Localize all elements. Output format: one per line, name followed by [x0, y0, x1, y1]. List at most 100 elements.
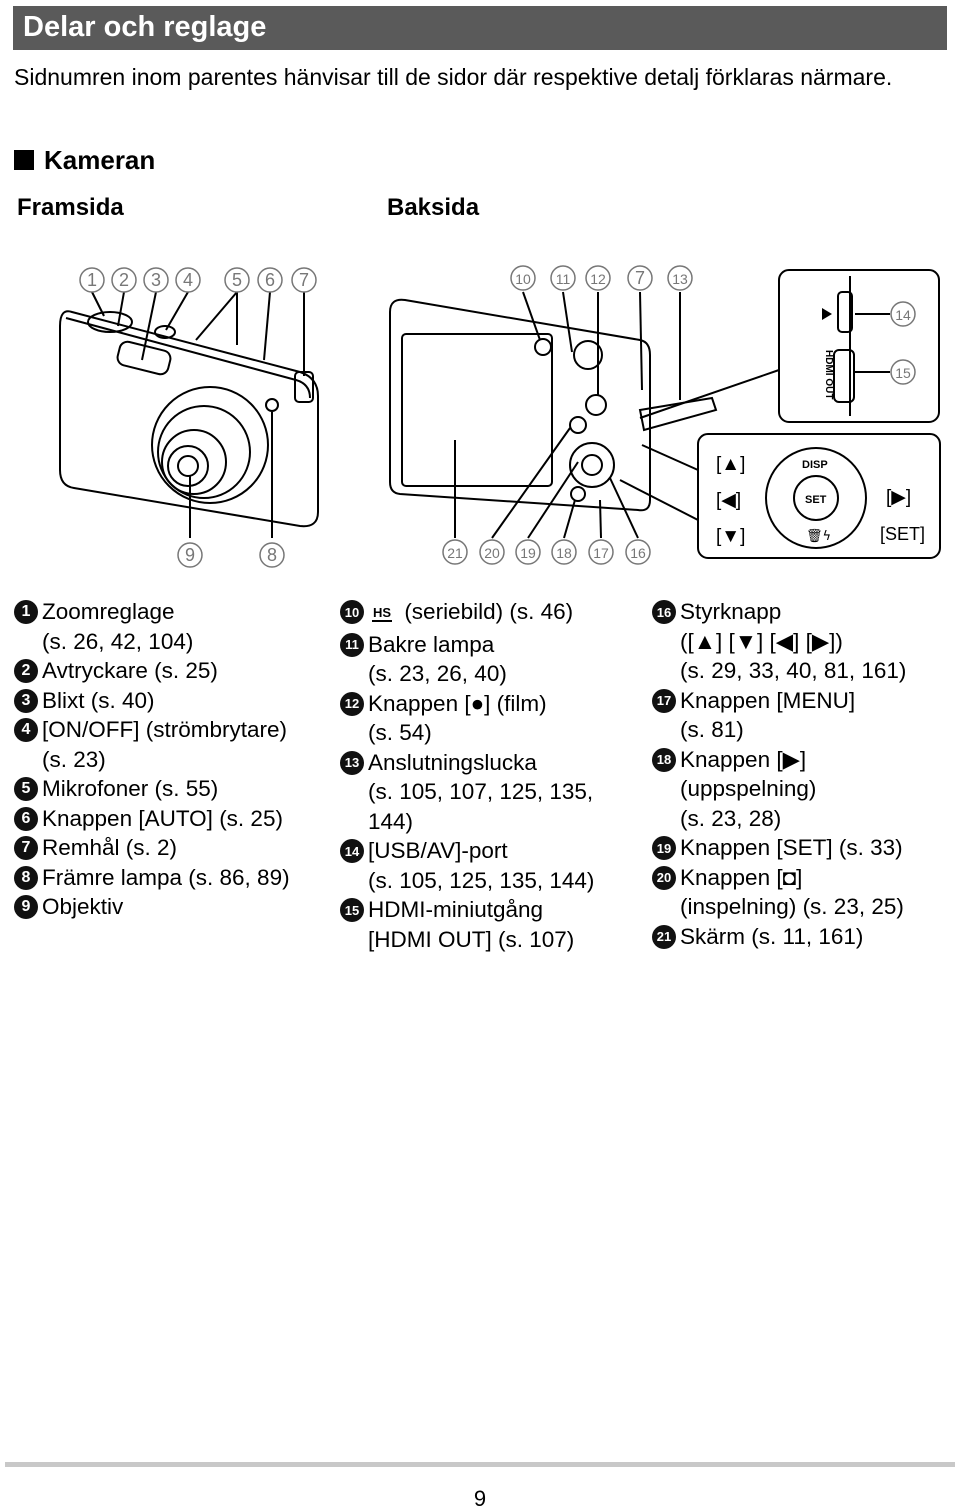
- part-description: Mikrofoner (s. 55): [42, 776, 219, 801]
- pad-set-label: [SET]: [880, 524, 925, 544]
- part-number-badge: 21: [652, 924, 676, 949]
- front-camera-drawing: [59, 310, 319, 528]
- disp-label: DISP: [802, 459, 828, 471]
- part-description: Avtryckare (s. 25): [42, 658, 218, 683]
- callout-circle: [257, 267, 283, 293]
- callout-number: 14: [895, 307, 911, 323]
- trash-flash-icon: 🗑ϟ: [806, 528, 831, 544]
- part-description: [USB/AV]-port (s. 105, 125, 135, 144): [368, 838, 595, 893]
- callout-circle: [515, 539, 541, 565]
- part-number-badge: 1: [14, 600, 38, 624]
- callout-circle: [588, 539, 614, 565]
- callout-circle: [175, 267, 201, 293]
- callout-number: 10: [515, 271, 531, 287]
- back-heading: Baksida: [387, 194, 480, 221]
- part-number-badge: 9: [14, 895, 38, 919]
- part-number-badge: 11: [340, 632, 364, 657]
- section-title: Kameran: [44, 145, 156, 175]
- callout-circle: [111, 267, 137, 293]
- part-description: HS (seriebild) (s. 46): [372, 599, 574, 624]
- back-camera-drawing: [389, 298, 718, 512]
- part-number-badge: 19: [652, 836, 676, 860]
- part-description: Knappen [SET] (s. 33): [680, 835, 903, 860]
- callout-circle: [585, 265, 611, 291]
- part-number-badge: 8: [14, 865, 38, 890]
- callout-number: 19: [520, 545, 536, 561]
- callout-circle: [479, 539, 505, 565]
- part-description: Skärm (s. 11, 161): [680, 923, 864, 949]
- part-description: Främre lampa (s. 86, 89): [42, 864, 290, 890]
- pad-left-label: [◀]: [716, 490, 741, 511]
- page-title: Delar och reglage: [23, 11, 267, 43]
- section-heading: Kameran: [14, 145, 155, 176]
- callout-number: 12: [590, 271, 606, 287]
- part-number-badge: 14: [340, 839, 364, 863]
- callout-circle: [627, 265, 653, 291]
- port-inset: HDMI OUT: [639, 269, 940, 423]
- callout-circle: [667, 265, 693, 291]
- callout-number: 11: [556, 271, 571, 287]
- callout-number: 1: [87, 270, 97, 290]
- part-description: Bakre lampa (s. 23, 26, 40): [368, 631, 507, 687]
- part-description: Knappen [▶] (uppspelning) (s. 23, 28): [680, 746, 817, 831]
- part-description: Blixt (s. 40): [42, 687, 155, 713]
- back-leaders: [454, 291, 681, 539]
- callout-circle: [291, 267, 317, 293]
- callout-circle: [79, 267, 105, 293]
- footer-divider: [5, 1462, 955, 1467]
- part-number-badge: 15: [340, 898, 364, 922]
- part-description: Knappen [◘] (inspelning) (s. 23, 25): [680, 864, 904, 920]
- callout-number: 13: [672, 271, 688, 287]
- part-list-item: 4[ON/OFF] (strömbrytare) (s. 23): [14, 715, 329, 774]
- part-number-badge: 12: [340, 691, 364, 716]
- part-number-badge: 13: [340, 750, 364, 775]
- intro-text: Sidnumren inom parentes hänvisar till de…: [14, 64, 893, 90]
- part-list-item: 10 HS (seriebild) (s. 46): [340, 597, 640, 630]
- burst-shooting-icon: HS: [372, 605, 393, 622]
- part-list-item: 14[USB/AV]-port (s. 105, 125, 135, 144): [340, 836, 640, 895]
- callout-number: 8: [267, 545, 277, 565]
- callout-circle: [224, 267, 250, 293]
- page-title-bar: Delar och reglage: [13, 6, 947, 50]
- part-description: HDMI-miniutgång [HDMI OUT] (s. 107): [368, 897, 575, 952]
- callout-circle: [551, 539, 577, 565]
- callout-number: 20: [484, 545, 500, 561]
- callout-number: 15: [895, 365, 911, 381]
- callout-circle: [890, 359, 916, 385]
- callout-number: 2: [119, 270, 129, 290]
- part-number-badge: 5: [14, 777, 38, 801]
- page-number: 9: [473, 1486, 487, 1511]
- part-number-badge: 6: [14, 806, 38, 831]
- callout-number: 17: [593, 545, 609, 561]
- part-description: Remhål (s. 2): [42, 835, 178, 860]
- callout-circle: [550, 265, 576, 291]
- callout-number: 16: [630, 545, 646, 561]
- part-number-badge: 20: [652, 865, 676, 890]
- part-description: Anslutningslucka (s. 105, 107, 125, 135,…: [368, 749, 594, 834]
- part-number-badge: 7: [14, 836, 38, 860]
- part-description: Zoomreglage (s. 26, 42, 104): [42, 599, 194, 654]
- control-pad-inset: [▲] [◀] [▼] [▶] [SET] DISP SET 🗑ϟ: [619, 433, 941, 559]
- callout-number: 5: [232, 270, 242, 290]
- callout-circle: [510, 265, 536, 291]
- callout-number: 6: [265, 270, 275, 290]
- front-leaders: [91, 291, 305, 538]
- callout-circle: [143, 267, 169, 293]
- part-description: Objektiv: [42, 894, 124, 919]
- part-number-badge: 10: [340, 600, 364, 624]
- part-description: Styrknapp ([▲] [▼] [◀] [▶]) (s. 29, 33, …: [680, 599, 907, 683]
